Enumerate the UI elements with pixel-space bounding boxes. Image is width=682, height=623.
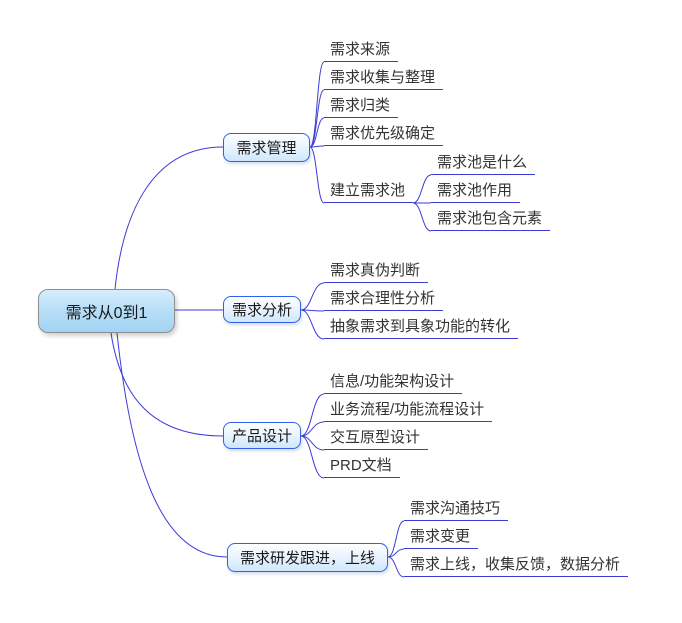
subtopic[interactable]: 业务流程/功能流程设计 (324, 400, 493, 422)
connector (387, 548, 405, 558)
connector (116, 332, 228, 558)
connector (114, 146, 224, 290)
branch-topic-requirements-management[interactable]: 需求管理 (223, 133, 310, 162)
subtopic[interactable]: 交互原型设计 (324, 428, 429, 450)
root-topic[interactable]: 需求从0到1 (38, 289, 175, 333)
subtopic[interactable]: 建立需求池 (324, 181, 414, 203)
connector (300, 393, 325, 437)
connector (300, 435, 325, 479)
subtopic[interactable]: 信息/功能架构设计 (324, 372, 463, 394)
branch-topic-requirements-analysis[interactable]: 需求分析 (223, 296, 301, 323)
connector (309, 146, 325, 204)
connector (412, 174, 432, 204)
connector (387, 520, 405, 558)
subtopic[interactable]: 需求合理性分析 (324, 289, 444, 311)
subtopic[interactable]: PRD文档 (324, 456, 400, 478)
subtopic[interactable]: 需求归类 (324, 96, 399, 118)
subtopic[interactable]: 需求优先级确定 (324, 124, 444, 146)
connector (309, 117, 325, 148)
subtopic[interactable]: 需求沟通技巧 (404, 499, 509, 521)
branch-topic-product-design[interactable]: 产品设计 (223, 422, 301, 449)
subtopic[interactable]: 抽象需求到具象功能的转化 (324, 317, 519, 339)
connector (300, 309, 325, 340)
subtopic[interactable]: 需求池作用 (431, 181, 521, 203)
connector (300, 435, 325, 451)
subtopic[interactable]: 需求来源 (324, 40, 399, 62)
subtopic[interactable]: 需求变更 (404, 527, 479, 549)
subtopic[interactable]: 需求真伪判断 (324, 261, 429, 283)
subtopic[interactable]: 需求池是什么 (431, 153, 536, 175)
connector (309, 89, 325, 148)
subtopic[interactable]: 需求池包含元素 (431, 209, 551, 231)
connector (309, 145, 325, 148)
branch-topic-dev-followup-launch[interactable]: 需求研发跟进，上线 (227, 543, 388, 572)
connector (387, 556, 405, 578)
connector (412, 202, 432, 232)
connector (110, 332, 224, 437)
subtopic[interactable]: 需求上线，收集反馈，数据分析 (404, 555, 629, 577)
connector (300, 421, 325, 437)
connector (300, 309, 325, 312)
subtopic[interactable]: 需求收集与整理 (324, 68, 444, 90)
connector (309, 61, 325, 148)
connector (300, 282, 325, 311)
